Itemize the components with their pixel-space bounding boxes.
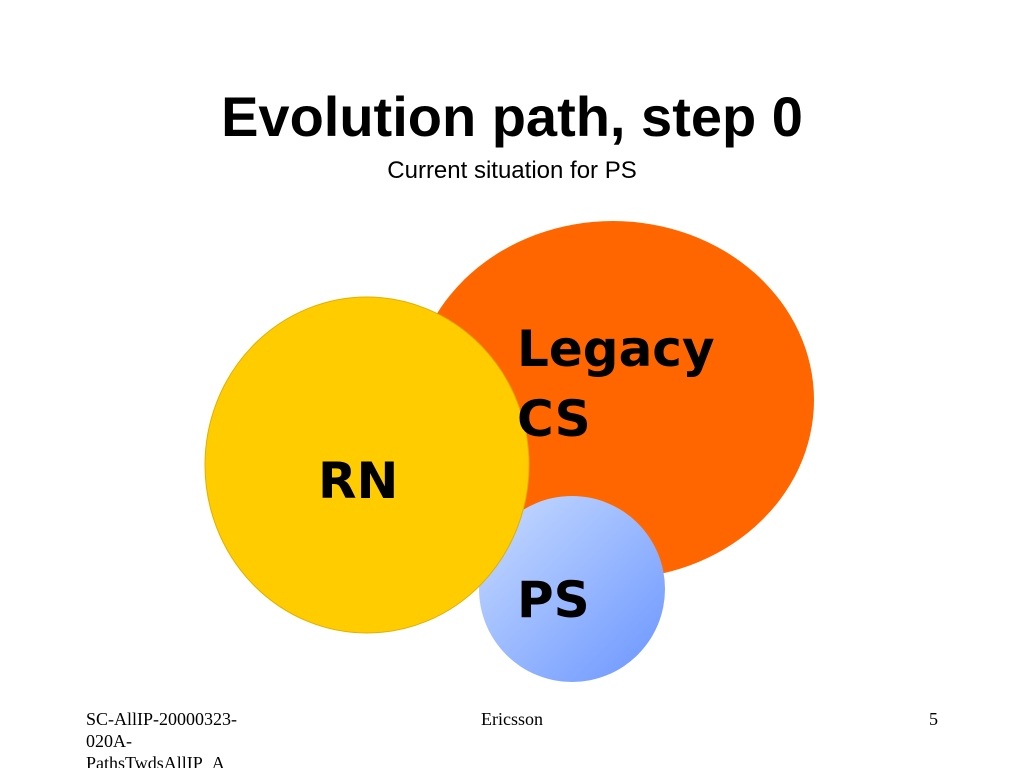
footer-document-id-line: 020A- (86, 731, 132, 751)
legacy-cs-label-line-2: CS (517, 390, 591, 448)
slide-subtitle: Current situation for PS (387, 157, 637, 184)
footer-document-id-line: SC-AllIP-20000323- (86, 709, 238, 729)
footer-page-number: 5 (929, 709, 938, 729)
footer-document-id-line: PathsTwdsAllIP_A (86, 753, 225, 768)
legacy-cs-label-line-1: Legacy (517, 320, 715, 378)
rn-label: RN (318, 452, 398, 510)
footer-company: Ericsson (481, 709, 543, 729)
ps-label: PS (517, 571, 590, 629)
slide-title: Evolution path, step 0 (221, 85, 803, 148)
footer-document-id: SC-AllIP-20000323- 020A- PathsTwdsAllIP_… (86, 708, 271, 768)
ps-circle (479, 496, 665, 682)
rn-circle (204, 296, 530, 634)
